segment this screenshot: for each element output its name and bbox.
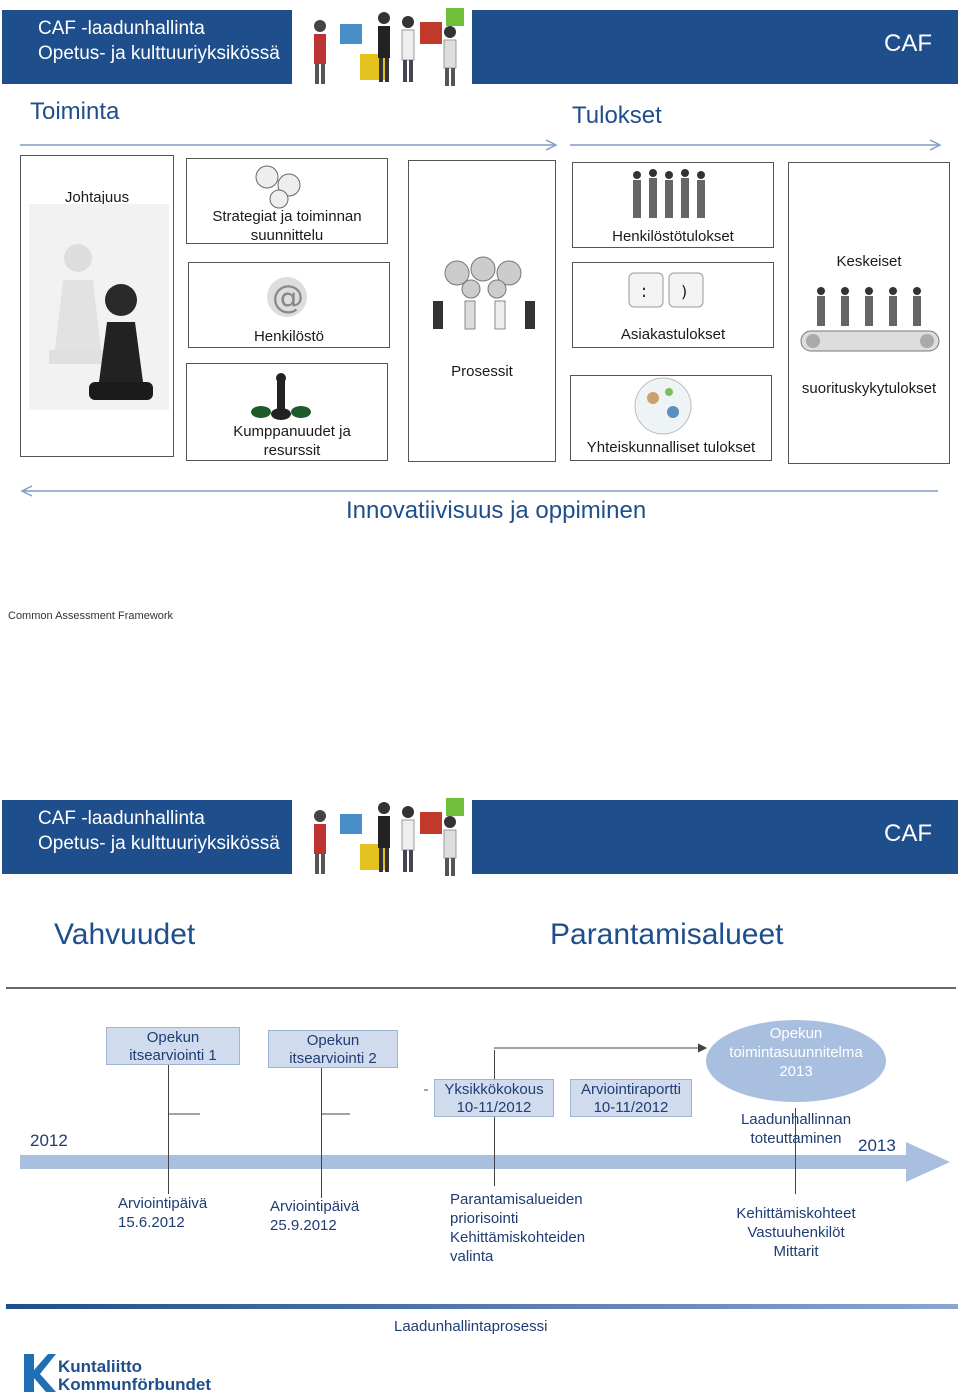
henkilosto-label: Henkilöstö [253, 328, 325, 345]
suorituskyky-label: suorituskykytulokset [801, 380, 937, 397]
innovation-label: Innovatiivisuus ja oppiminen [346, 497, 647, 524]
below-line2: 15.6.2012 [118, 1214, 185, 1231]
logo-line1: Kuntaliitto [58, 1357, 143, 1376]
tl-line1: Opekun [306, 1032, 360, 1049]
tl-line1: Yksikkökokous [444, 1081, 544, 1098]
slide1-header-brand: CAF [472, 10, 958, 84]
box-johtajuus: Johtajuus [20, 155, 174, 457]
at-sign-icon: @ [267, 277, 307, 317]
keskeiset-label: Keskeiset [836, 253, 902, 270]
chess-pawn-icon [29, 204, 169, 410]
tl-line2: 10-11/2012 [593, 1099, 669, 1116]
slide1-header-title: CAF -laadunhallinta Opetus- ja kulttuuri… [2, 10, 292, 84]
toimintasuunnitelma-ellipse: Opekun toimintasuunnitelma 2013 [706, 1020, 886, 1102]
henkilostotulokset-label: Henkilöstötulokset [612, 228, 734, 245]
box-asiakastulokset: :) Asiakastulokset [572, 262, 774, 348]
vahvuudet-heading: Vahvuudet [54, 918, 196, 951]
header-title-line2: Opetus- ja kulttuuriyksikössä [38, 833, 280, 854]
clock-gears-icon [255, 165, 301, 209]
tulokset-arrow [570, 139, 942, 151]
tl-line2: 10-11/2012 [456, 1099, 532, 1116]
people-group-icon [633, 169, 705, 218]
parantamisalueiden-priorisointi: Parantamisalueiden priorisointi Kehittäm… [450, 1190, 585, 1266]
arviointipaiva-2: Arviointipäivä 25.9.2012 [270, 1197, 359, 1235]
timeline-box-itsearviointi-1: Opekun itsearviointi 1 [106, 1027, 240, 1065]
kehittamiskohteet: Kehittämiskohteet Vastuuhenkilöt Mittari… [726, 1204, 866, 1261]
box-kumppanuudet: Kumppanuudet ja resurssit [186, 363, 388, 461]
keyboard-keys-icon: :) [628, 272, 704, 308]
laadunhallinnan-line1: Laadunhallinnan [740, 1111, 852, 1128]
svg-text::: : [641, 281, 647, 302]
puzzle-people-image [314, 8, 464, 86]
box-keskeiset: Keskeiset suorituskykytulokset [788, 162, 950, 464]
below-line2: Vastuuhenkilöt [747, 1224, 845, 1241]
chess-pieces-icon [251, 373, 311, 420]
logo-text: Kuntaliitto Kommunförbundet [58, 1358, 211, 1394]
footer-title: Laadunhallintaprosessi [394, 1318, 548, 1335]
kuntaliitto-logo-icon [24, 1354, 56, 1392]
asiakastulokset-label: Asiakastulokset [620, 326, 726, 343]
below-line1: Parantamisalueiden [450, 1191, 583, 1208]
timeline-box-arviointiraportti: Arviointiraportti 10-11/2012 [570, 1079, 692, 1117]
connector-line [168, 1064, 169, 1194]
tl-line1: Opekun [146, 1029, 200, 1046]
box-prosessit: Prosessit [408, 160, 556, 462]
below-line2: 25.9.2012 [270, 1217, 337, 1234]
puzzle-people-image [314, 798, 464, 876]
conveyor-people-icon [800, 287, 940, 352]
strategiat-label: Strategiat ja toiminnan suunnittelu [212, 208, 362, 244]
header-title-line1: CAF -laadunhallinta [38, 18, 205, 39]
box-strategiat: Strategiat ja toiminnan suunnittelu [186, 158, 388, 244]
svg-text:): ) [681, 282, 687, 301]
below-line3: Mittarit [773, 1243, 819, 1260]
ellipse-line3: 2013 [779, 1063, 813, 1080]
box-yhteiskunnalliset: Yhteiskunnalliset tulokset [570, 375, 772, 461]
timeline-arrow [20, 1142, 950, 1182]
ellipse-line2: toimintasuunnitelma [729, 1044, 863, 1061]
tl-line2: itsearviointi 2 [289, 1050, 377, 1067]
below-line2: priorisointi [450, 1210, 519, 1227]
section-tulokset: Tulokset [572, 102, 662, 129]
ellipse-line1: Opekun [769, 1025, 823, 1042]
year-end: 2013 [858, 1136, 896, 1155]
below-line4: valinta [450, 1248, 494, 1265]
section-divider [6, 987, 956, 989]
timeline-box-itsearviointi-2: Opekun itsearviointi 2 [268, 1030, 398, 1068]
svg-text:@: @ [272, 278, 304, 316]
logo-line2: Kommunförbundet [58, 1375, 211, 1394]
below-line1: Arviointipäivä [118, 1195, 208, 1212]
kumppanuudet-label: Kumppanuudet ja resurssit [233, 423, 351, 459]
tl-line1: Arviointiraportti [580, 1081, 682, 1098]
gears-people-icon [433, 256, 535, 330]
box-henkilostotulokset: Henkilöstötulokset [572, 162, 774, 248]
below-line1: Arviointipäivä [270, 1198, 360, 1215]
footer-caption: Common Assessment Framework [8, 610, 174, 622]
footer-bar [6, 1304, 958, 1309]
connector-line [321, 1068, 322, 1198]
johtajuus-label: Johtajuus [64, 189, 130, 206]
connector-line [494, 1050, 495, 1186]
prosessit-label: Prosessit [451, 363, 513, 380]
toiminta-arrow [20, 139, 558, 151]
yhteiskunnalliset-label: Yhteiskunnalliset tulokset [586, 439, 756, 456]
arviointipaiva-1: Arviointipäivä 15.6.2012 [118, 1194, 207, 1232]
slide2-header-title: CAF -laadunhallinta Opetus- ja kulttuuri… [2, 800, 292, 874]
laadunhallinnan-label: Laadunhallinnan toteuttaminen [730, 1110, 862, 1148]
globe-icon [634, 377, 692, 435]
connector-line [795, 1108, 796, 1194]
box-henkilosto: @ Henkilöstö [188, 262, 390, 348]
header-title-line2: Opetus- ja kulttuuriyksikössä [38, 43, 280, 64]
tl-line2: itsearviointi 1 [129, 1047, 217, 1064]
connector-arrows [168, 1043, 708, 1115]
parantamisalueet-heading: Parantamisalueet [550, 918, 784, 951]
timeline-box-yksikkokokous: Yksikkökokous 10-11/2012 [434, 1079, 554, 1117]
below-line3: Kehittämiskohteiden [450, 1229, 586, 1246]
laadunhallinnan-line2: toteuttaminen [750, 1130, 842, 1147]
below-line1: Kehittämiskohteet [736, 1205, 856, 1222]
section-toiminta: Toiminta [30, 98, 120, 125]
year-start: 2012 [30, 1131, 68, 1150]
slide2-header-brand: CAF [472, 800, 958, 874]
innovation-arrow [20, 485, 938, 497]
header-title-line1: CAF -laadunhallinta [38, 808, 205, 829]
